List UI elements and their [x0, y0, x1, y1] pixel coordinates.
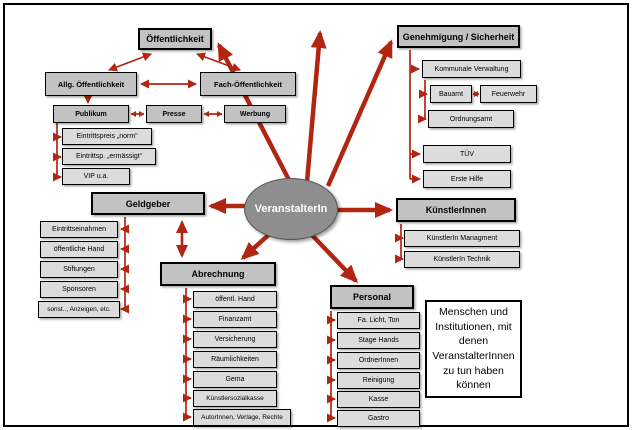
comb-personal — [327, 311, 336, 423]
node-ordnungsamt: Ordnungsamt — [428, 110, 514, 128]
arrow-center-up — [304, 30, 327, 183]
node-gema: Gema — [193, 371, 277, 388]
comb-kuenstler — [395, 224, 404, 264]
node-kasse: Kasse — [337, 391, 420, 408]
comb-geldgeber — [120, 217, 129, 314]
node-gastro: Gastro — [337, 410, 420, 427]
comb-abrechnung — [183, 288, 192, 422]
legend-note: Menschen und Institutionen, mit denen Ve… — [425, 300, 522, 398]
node-stage-hands: Stage Hands — [337, 332, 420, 349]
node-allg-oeffentlichkeit: Allg. Öffentlichkeit — [45, 72, 137, 96]
node-oeffentl-hand: öffentl. Hand — [193, 291, 277, 308]
arrow-center-to-personal — [308, 231, 359, 284]
node-erste-hilfe: Erste Hilfe — [423, 170, 511, 188]
node-kommunale-verwaltung: Kommunale Verwaltung — [422, 60, 521, 78]
node-stiftungen: Stiftungen — [40, 261, 118, 278]
node-presse: Presse — [146, 105, 202, 123]
node-publikum: Publikum — [53, 105, 129, 123]
node-kuenstlerin-managment: KünstlerIn Managment — [404, 230, 520, 247]
node-fach-oeffentlichkeit: Fach-Öffentlichkeit — [200, 72, 296, 96]
node-reinigung: Reinigung — [337, 372, 420, 389]
node-oeffentliche-hand: öffentliche Hand — [40, 241, 118, 258]
node-genehmigung-sicherheit: Genehmigung / Sicherheit — [397, 25, 520, 48]
arrow-oeff-fach — [196, 52, 241, 72]
node-ordnerinnen: OrdnerInnen — [337, 352, 420, 369]
comb-publikum — [53, 123, 62, 182]
node-eintrittspreis-ermaessigt: Eintrittsp. „ermässigt“ — [62, 148, 156, 165]
node-oeffentlichkeit: Öffentlichkeit — [138, 28, 212, 50]
comb-genehmigung — [409, 50, 421, 184]
node-autorinnen-verlage-rechte: AutorInnen, Verlage, Rechte — [193, 409, 291, 426]
node-vip: VIP u.a. — [62, 168, 130, 185]
node-tuev: TÜV — [423, 145, 511, 163]
arrow-oeff-allg — [108, 52, 152, 72]
node-bauamt: Bauamt — [430, 85, 472, 103]
node-abrechnung: Abrechnung — [160, 262, 276, 286]
node-veranstalterin: VeranstalterIn — [244, 178, 338, 240]
node-eintrittseinnahmen: Eintrittseinahmen — [40, 221, 118, 238]
arrow-center-to-genehmigung — [325, 39, 394, 187]
node-geldgeber: Geldgeber — [91, 192, 205, 215]
node-feuerwehr: Feuerwehr — [480, 85, 537, 103]
node-kuenstlerin-technik: KünstlerIn Technik — [404, 251, 520, 268]
node-sponsoren: Sponsoren — [40, 281, 118, 298]
node-sonstiges-anzeigen: sonst.., Anzeigen, etc. — [38, 301, 120, 318]
node-werbung: Werbung — [224, 105, 286, 123]
node-kuenstlerinnen: KünstlerInnen — [396, 198, 516, 222]
node-eintrittspreis-norm: Eintrittspreis „norm“ — [62, 128, 152, 145]
node-versicherung: Versicherung — [193, 331, 277, 348]
node-raeumlichkeiten: Räumlichkeiten — [193, 351, 277, 368]
node-fa-licht-ton: Fa. Licht, Ton — [337, 312, 420, 329]
node-kuenstlersozialkasse: Künstlersozialkasse — [193, 390, 277, 407]
node-finanzamt: Finanzamt — [193, 311, 277, 328]
comb-kommunale — [418, 80, 428, 124]
node-personal: Personal — [330, 285, 414, 309]
